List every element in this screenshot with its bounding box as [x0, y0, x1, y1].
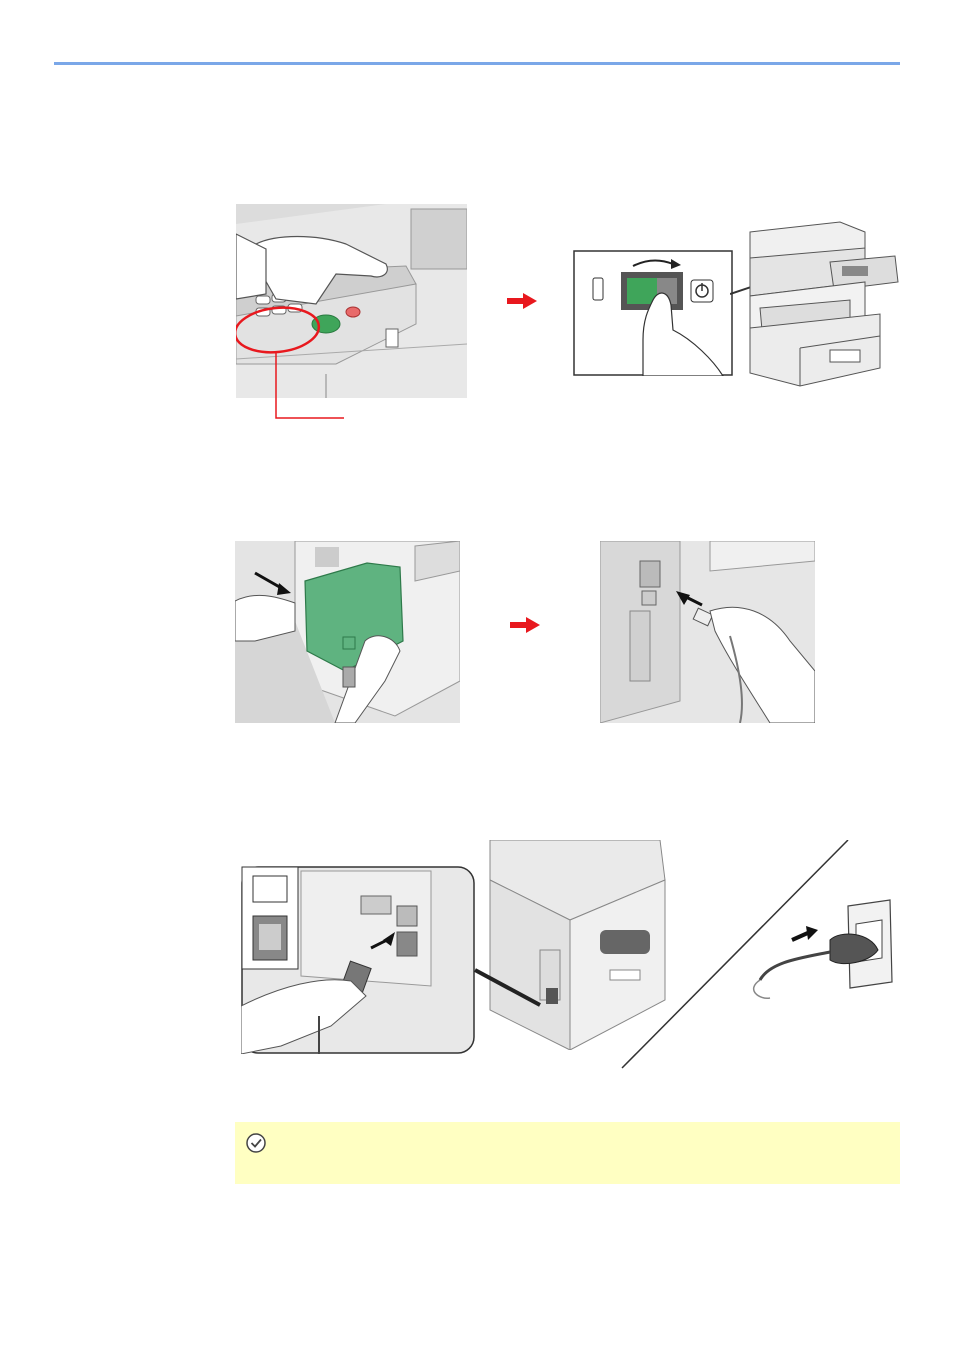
- red-arrow-right-icon: [507, 293, 537, 309]
- printer-rear-illustration: [470, 840, 670, 1050]
- main-power-switch-illustration: [573, 250, 733, 376]
- interface-cover-illustration: [235, 541, 460, 723]
- red-arrow-right-icon: [510, 617, 540, 633]
- usb-cable-illustration: [600, 541, 815, 723]
- header-rule: [54, 62, 900, 65]
- printer-illustration: [730, 218, 900, 388]
- wall-outlet-plug-icon: [753, 899, 893, 999]
- note-box: [235, 1122, 900, 1184]
- wall-outlet-panel: [621, 840, 893, 1069]
- main-power-switch-icon: [573, 250, 733, 376]
- usb-cable-insert-icon: [600, 541, 815, 723]
- power-inlet-closeup: [241, 866, 475, 1054]
- remove-interface-cover-icon: [235, 541, 460, 723]
- operation-panel-highlight: [236, 306, 344, 419]
- power-inlet-closeup-icon: [241, 866, 475, 1054]
- printer-illustration-icon: [730, 221, 899, 387]
- check-circle-icon: [246, 1133, 266, 1153]
- printer-rear-view-icon: [474, 840, 666, 1050]
